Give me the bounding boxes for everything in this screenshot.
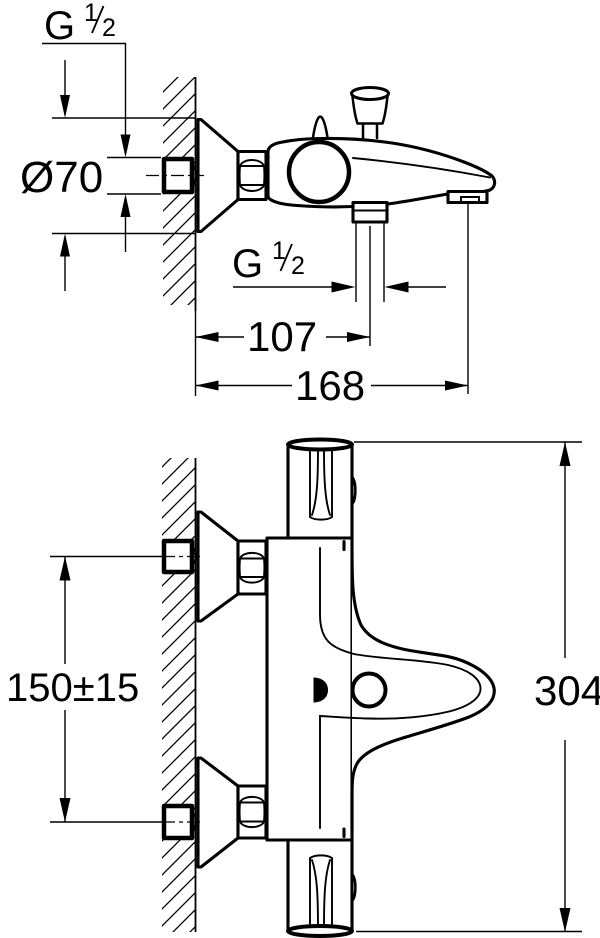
arrowhead-down [120, 134, 131, 158]
spout-outlet-circle [350, 671, 388, 709]
knob-side-button [350, 872, 357, 903]
wall-to-shower-outlet-label: 107 [247, 313, 317, 360]
escutcheon-diameter-label: Ø70 [20, 153, 103, 202]
arrowhead-right [347, 332, 370, 342]
arrowhead-right [445, 380, 468, 391]
supply-thread-denominator: 2 [102, 14, 116, 42]
thermostat-dial [286, 139, 352, 205]
supply-spacing-label: 150±15 [6, 666, 139, 710]
shower-thread-numerator: 1 [272, 237, 286, 265]
arrowhead-up [60, 233, 70, 257]
arrowhead-up [120, 194, 131, 217]
wall-hatching [162, 458, 195, 932]
spout-crease-line [352, 157, 491, 179]
shower-thread-label: G [232, 242, 263, 286]
lower-s-union [50, 756, 268, 869]
supply-thread-label: G [44, 4, 75, 48]
fraction-slash [91, 5, 105, 34]
arrowhead-down [60, 95, 70, 118]
escutcheon-cone [196, 756, 240, 869]
temperature-lever [311, 115, 330, 143]
shower-thread-denominator: 2 [291, 252, 305, 280]
top-handle-knob [286, 437, 357, 540]
arrowhead-left [195, 332, 219, 342]
mixer-body [265, 536, 496, 842]
dimension-shower-thread: G 1 2 [232, 223, 446, 302]
knob-cap [286, 437, 354, 452]
mixer-body [266, 136, 497, 224]
union-nut [236, 539, 268, 596]
dimension-supply-spacing: 150±15 [6, 556, 139, 822]
overall-height-label: 304 [534, 667, 600, 714]
diverter-knob [349, 85, 391, 140]
fitting-end-cap [190, 162, 197, 189]
knob-cap [286, 924, 354, 938]
arrowhead-up [59, 556, 71, 581]
upper-s-union [50, 510, 268, 623]
arrowhead-down [59, 798, 71, 822]
dimension-wall-to-spout-tip: 168 [194, 203, 469, 409]
knob-side-button [350, 475, 357, 506]
spout [319, 539, 496, 839]
dimension-supply-thread: G 1 2 [42, 0, 161, 252]
arrowhead-left [384, 281, 409, 293]
body-outline [265, 536, 354, 842]
dimension-wall-to-shower-outlet: 107 [195, 226, 371, 360]
s-union [146, 117, 268, 234]
upper-view-side-elevation: G 1 2 Ø70 G 1 2 [20, 0, 497, 409]
wall-to-spout-tip-label: 168 [295, 362, 365, 409]
union-nut [236, 784, 268, 840]
wall-section [162, 458, 197, 932]
bottom-handle-knob [286, 838, 357, 938]
arrowhead-up [559, 442, 571, 466]
spout-inner-contour [319, 547, 482, 829]
arrowhead-right [331, 281, 356, 293]
union-nut [236, 149, 268, 202]
dimension-overall-height: 304 [354, 441, 600, 933]
arrowhead-down [559, 908, 571, 932]
spout-aerator [446, 189, 489, 205]
supply-thread-numerator: 1 [84, 0, 98, 27]
arrowhead-left [195, 380, 219, 391]
knob-grip [309, 854, 333, 928]
dimension-escutcheon-diameter: Ø70 [20, 60, 196, 291]
knob-grip [309, 449, 333, 521]
lower-view-plan: 150±15 304 [6, 437, 600, 938]
temperature-lever-dot [313, 677, 328, 703]
shower-outlet [351, 200, 389, 224]
escutcheon-cone [196, 510, 240, 623]
